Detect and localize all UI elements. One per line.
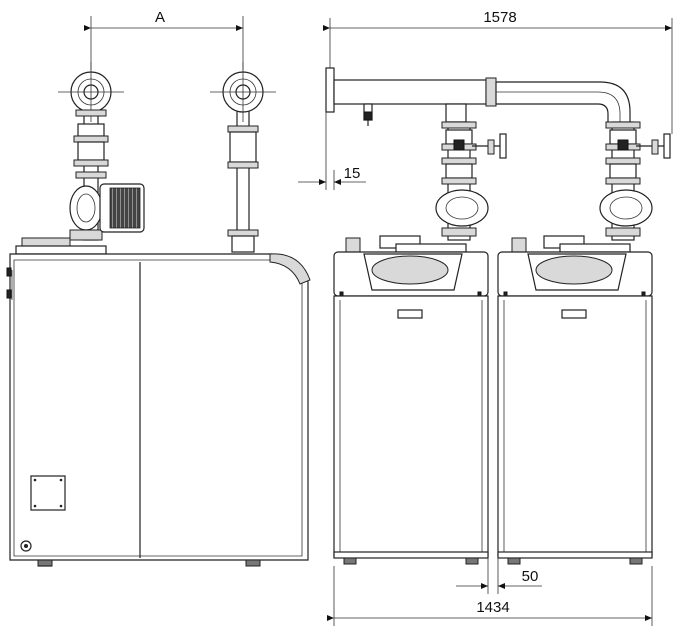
side-view: A xyxy=(6,9,311,567)
valve-assembly-2 xyxy=(599,121,671,241)
top-plate-left xyxy=(21,237,71,247)
dimension-50: 50 xyxy=(456,558,542,594)
foot xyxy=(245,559,261,567)
dimension-15: 15 xyxy=(298,112,366,190)
hood-curve xyxy=(269,253,311,285)
dimension-15-label: 15 xyxy=(344,165,361,182)
foot xyxy=(37,559,53,567)
header-pipe xyxy=(325,67,631,127)
dimension-a: A xyxy=(84,9,244,70)
unit-2-label-plate xyxy=(561,309,587,319)
front-view: 1578 15 50 1434 xyxy=(298,9,673,626)
unit-2-window xyxy=(535,255,613,285)
dimension-1578: 1578 xyxy=(323,9,673,134)
dimension-50-label: 50 xyxy=(522,568,539,585)
top-plate-base xyxy=(15,245,107,255)
side-cabinet xyxy=(9,253,309,561)
pipe-column-right xyxy=(210,62,276,253)
unit-1-label-plate xyxy=(397,309,423,319)
access-panel xyxy=(30,475,66,511)
dimension-1434-label: 1434 xyxy=(476,599,509,616)
valve-assembly-1 xyxy=(435,121,507,241)
dimension-a-label: A xyxy=(155,9,165,26)
dimension-1434: 1434 xyxy=(327,566,653,626)
dimension-1578-label: 1578 xyxy=(483,9,516,26)
unit-1-window xyxy=(371,255,449,285)
pipe-column-left xyxy=(58,62,145,241)
boiler-unit-1 xyxy=(333,235,489,565)
boiler-unit-2 xyxy=(497,235,653,565)
